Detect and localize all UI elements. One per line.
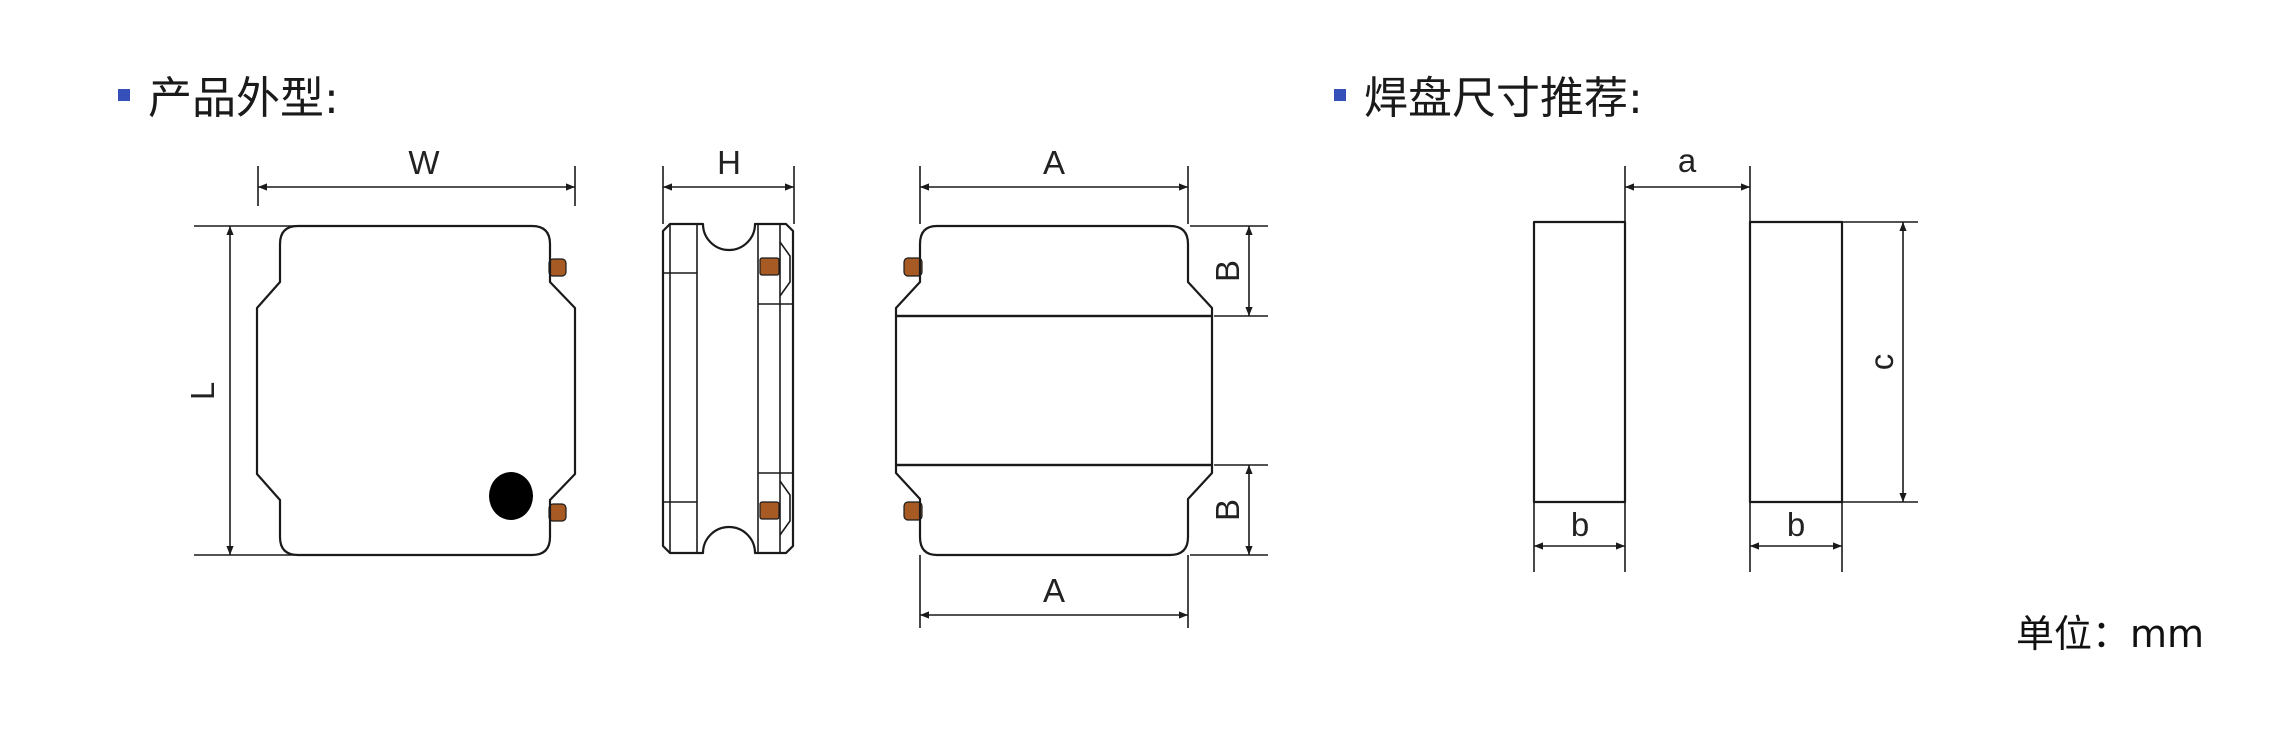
top-view: W L <box>184 144 577 557</box>
side-terminal-bottom-icon <box>759 501 780 520</box>
l-label: L <box>184 382 221 400</box>
product-shape-heading: 产品外型: <box>148 73 339 124</box>
polarity-dot-icon <box>489 472 533 520</box>
h-label: H <box>717 144 741 181</box>
side-view: H <box>661 144 795 555</box>
b-bottom-label: B <box>1209 499 1246 521</box>
pad-layout: a b b c <box>1532 142 1918 572</box>
front-core <box>894 314 1214 467</box>
side-terminal-top-icon <box>759 257 780 276</box>
pad-size-heading: 焊盘尺寸推荐: <box>1364 73 1643 124</box>
pad-c-label: c <box>1863 354 1900 371</box>
pad-right <box>1748 220 1844 504</box>
terminal-bottom-icon <box>548 503 567 522</box>
side-right-lead-bottom <box>779 480 791 536</box>
bullet-right-icon <box>1334 89 1346 101</box>
front-top-flange <box>894 224 1214 318</box>
front-bottom-flange <box>894 463 1214 557</box>
b-top-label: B <box>1209 260 1246 282</box>
bullet-left-icon <box>118 89 130 101</box>
pad-left <box>1532 220 1627 504</box>
side-right-lead-top <box>779 241 791 297</box>
side-view-body <box>661 222 795 555</box>
pad-b-right-label: b <box>1787 506 1805 543</box>
unit-label: 单位：mm <box>2016 612 2204 656</box>
front-terminal-top-icon <box>903 257 923 277</box>
pad-b-left-label: b <box>1571 506 1589 543</box>
a-top-label: A <box>1043 144 1065 181</box>
pad-a-label: a <box>1678 142 1697 179</box>
w-label: W <box>408 144 440 181</box>
a-bottom-label: A <box>1043 572 1065 609</box>
terminal-top-icon <box>548 258 567 277</box>
front-view: A A B B <box>894 144 1268 628</box>
top-view-body <box>255 224 577 557</box>
front-terminal-bottom-icon <box>903 501 923 521</box>
